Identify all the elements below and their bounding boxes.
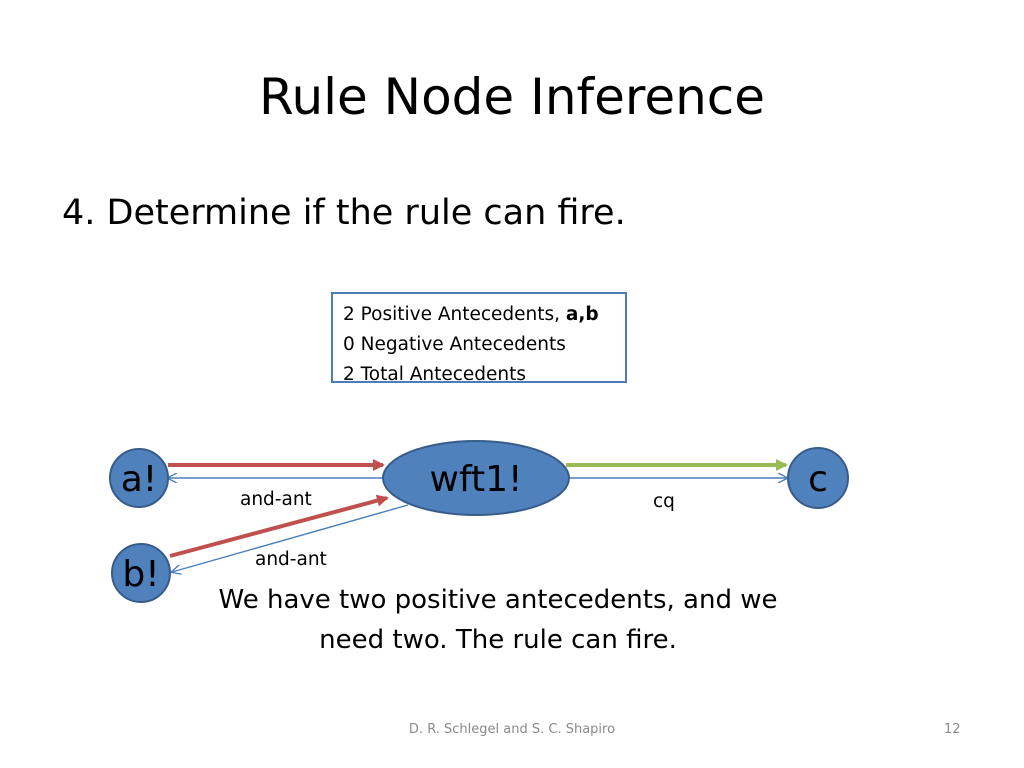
node-b-label: b! xyxy=(122,554,159,595)
caption-line-1: We have two positive antecedents, and we xyxy=(218,585,778,615)
footer-authors: D. R. Schlegel and S. C. Shapiro xyxy=(408,722,616,737)
node-c xyxy=(787,447,849,509)
node-b xyxy=(111,543,171,603)
node-wft1-label: wft1! xyxy=(430,459,523,500)
edge-label-and-ant-b: and-ant xyxy=(255,549,327,570)
node-wft1 xyxy=(382,440,570,516)
caption-line-2: need two. The rule can fire. xyxy=(319,625,677,655)
bullet-step-4: 4. Determine if the rule can fire. xyxy=(62,193,626,233)
caption: We have two positive antecedents, and we… xyxy=(150,580,846,660)
page-number: 12 xyxy=(944,722,961,737)
antecedent-info-box: 2 Positive Antecedents, a,b 0 Negative A… xyxy=(331,292,627,385)
and-ant-arc-b xyxy=(172,504,409,572)
positive-antecedents-text: 2 Positive Antecedents, xyxy=(343,304,566,325)
positive-antecedents-line: 2 Positive Antecedents, a,b xyxy=(343,300,625,330)
negative-antecedents-line: 0 Negative Antecedents xyxy=(343,334,566,355)
total-antecedents-line: 2 Total Antecedents xyxy=(343,364,527,385)
edge-label-cq: cq xyxy=(653,491,675,512)
node-a xyxy=(109,448,169,508)
positive-antecedents-names: a,b xyxy=(565,304,599,325)
message-arrow-b-to-wft1 xyxy=(169,494,389,558)
node-c-label: c xyxy=(808,459,828,500)
node-a-label: a! xyxy=(121,459,158,500)
slide-title: Rule Node Inference xyxy=(258,68,766,126)
edge-label-and-ant-a: and-ant xyxy=(240,489,312,510)
